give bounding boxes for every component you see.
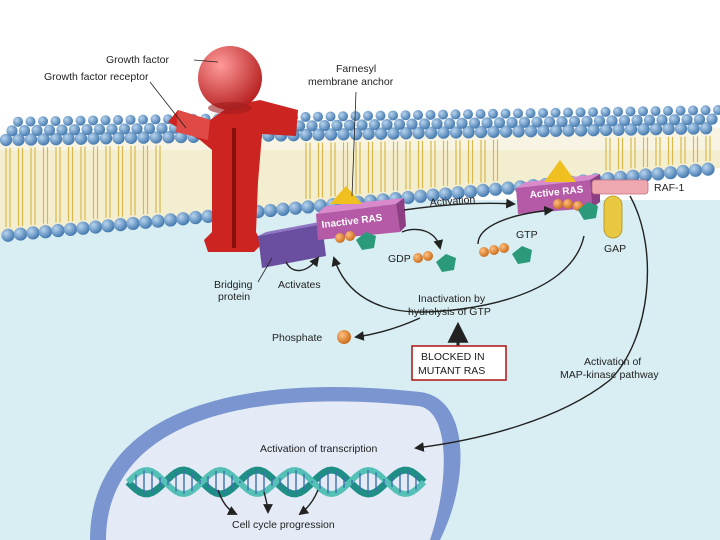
phosphate-ball [337,330,351,344]
label-map-2: MAP-kinase pathway [560,369,659,381]
activation-arrow [403,198,516,211]
label-cell-cycle: Cell cycle progression [232,519,335,531]
gtp-molecule-free [479,243,532,264]
label-bridging-1: Bridging [214,279,253,291]
blocked-box [411,345,507,381]
gdp-molecule [413,251,456,272]
label-transcription: Activation of transcription [260,443,377,455]
label-blocked-1: BLOCKED IN [421,351,485,363]
gtp-molecule-on-inactive [335,231,376,250]
label-blocked-2: MUTANT RAS [418,365,485,377]
gtp-molecule-on-active [553,199,598,220]
bridging-protein [258,220,330,268]
gdp-release-arrow [401,228,444,250]
label-gtp: GTP [516,229,538,241]
label-bridging-2: protein [218,291,250,303]
inactivation-arrow [331,235,585,313]
label-farnesyl-2: membrane anchor [308,76,394,88]
growth-factor-ball [198,46,262,110]
dna-double-helix [125,466,427,498]
label-raf1: RAF-1 [654,182,684,194]
phosphate-arrow [354,317,421,341]
label-map-1: Activation of [584,356,641,368]
label-inactivation-1: Inactivation by [418,293,486,305]
farnesyl-leader [351,91,357,197]
receptor-leader [149,81,187,129]
label-activates: Activates [278,279,321,291]
cell-cycle-arrow-1 [217,489,238,515]
farnesyl-anchor-active [544,160,576,182]
label-growth-factor: Growth factor [106,54,170,66]
inactive-ras-protein [316,186,406,240]
farnesyl-anchor-inactive [330,186,362,204]
map-kinase-arrow [414,195,649,452]
gap-protein [603,195,623,239]
cell-cycle-arrow-3 [298,489,319,516]
label-phosphate: Phosphate [272,332,322,344]
pathway-arrows [149,59,649,516]
label-growth-factor-receptor: Growth factor receptor [44,71,149,83]
activates-arrow [285,256,320,272]
cell-cycle-arrow-2 [263,491,273,514]
gtp-binding-arrow [477,205,554,245]
label-farnesyl-1: Farnesyl [336,63,376,75]
raf1-protein [591,179,649,195]
active-ras-protein [516,160,600,214]
label-gap: GAP [604,243,626,255]
label-gdp: GDP [388,253,411,265]
growth-factor-receptor [168,100,298,252]
bridging-leader [257,257,273,283]
label-inactivation-2: hydrolysis of GTP [408,306,491,318]
nucleus [90,386,461,540]
label-activation: Activation [429,194,475,209]
growth-factor-leader [193,59,219,63]
